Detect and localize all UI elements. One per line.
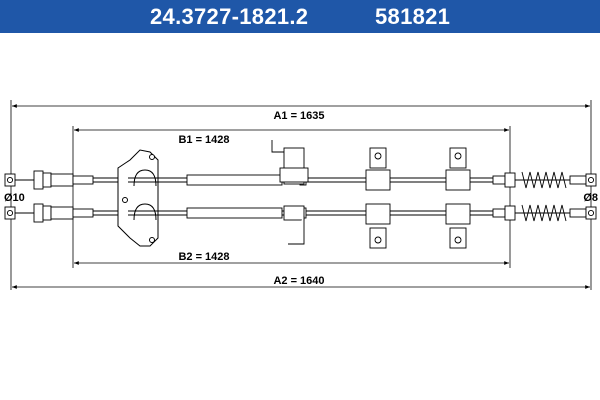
title-bar: 24.3727-1821.2 581821 (0, 0, 600, 33)
label-a1: A1 = 1635 (273, 110, 324, 122)
mounting-bracket (271, 140, 309, 245)
reference-number: 581821 (375, 4, 451, 29)
left-eye-upper (4, 173, 16, 187)
left-eye-lower (4, 206, 16, 220)
part-number: 24.3727-1821.2 (150, 4, 309, 29)
lower-spring (521, 204, 567, 222)
upper-spring (521, 171, 567, 189)
clip-2 (445, 147, 471, 249)
right-eye-lower (585, 206, 597, 220)
label-diameter-right: Ø8 (583, 192, 598, 204)
equalizer-bracket (117, 149, 187, 247)
label-b2: B2 = 1428 (178, 251, 229, 263)
label-diameter-left: Ø10 (4, 192, 25, 204)
clip-1 (365, 147, 391, 249)
label-b1: B1 = 1428 (178, 134, 229, 146)
label-a2: A2 = 1640 (273, 275, 324, 287)
upper-cable (4, 170, 597, 190)
right-eye-upper (585, 173, 597, 187)
